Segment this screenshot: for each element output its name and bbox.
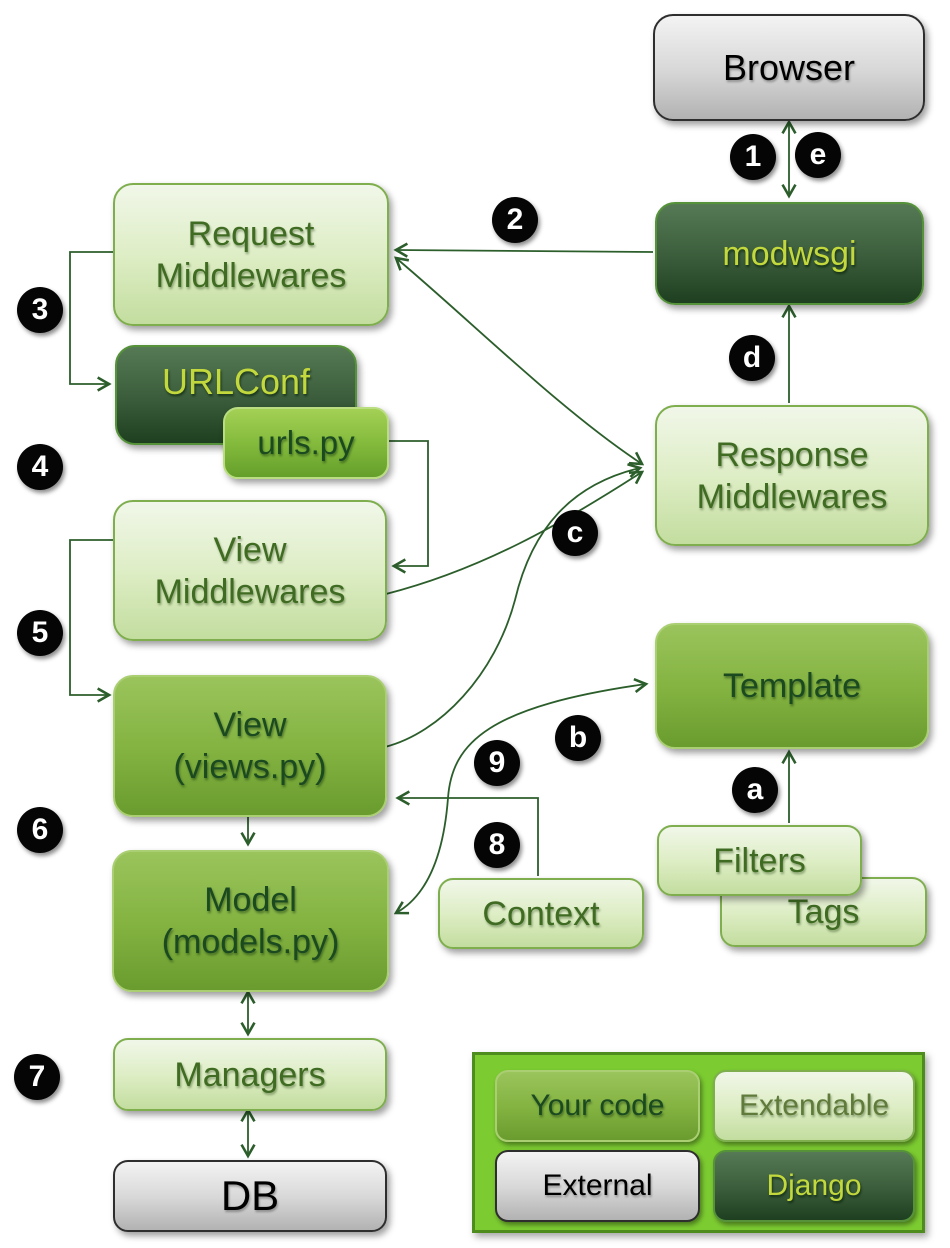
- node-view-middlewares: View Middlewares: [113, 500, 387, 641]
- node-template-label: Template: [723, 667, 861, 705]
- legend-external: External: [495, 1150, 700, 1222]
- node-tags-label: Tags: [787, 893, 860, 931]
- node-context-label: Context: [482, 894, 600, 933]
- step-badge-a: a: [732, 767, 778, 813]
- legend-your-code: Your code: [495, 1070, 700, 1142]
- step-badge-d: d: [729, 335, 775, 381]
- step-badge-4: 4: [17, 444, 63, 490]
- node-managers-label: Managers: [174, 1055, 326, 1094]
- edge-view-middlewares-response-middlewares: [385, 472, 642, 595]
- edge-request-middlewares-urlconf: [69, 251, 113, 384]
- node-response-middlewares: Response Middlewares: [655, 405, 929, 546]
- node-model: Model (models.py): [112, 850, 389, 992]
- edge-model-template: [396, 684, 646, 913]
- node-browser-label: Browser: [722, 46, 856, 88]
- node-modwsgi-label: modwsgi: [722, 234, 857, 273]
- node-response-middlewares-label: Response Middlewares: [696, 435, 888, 516]
- node-filters-label: Filters: [713, 841, 806, 880]
- step-badge-1: 1: [730, 134, 776, 180]
- node-db-label: DB: [220, 1172, 280, 1219]
- step-badge-3: 3: [17, 287, 63, 333]
- legend-django: Django: [713, 1150, 915, 1222]
- node-db: DB: [113, 1160, 387, 1232]
- node-view-middlewares-label: View Middlewares: [154, 530, 346, 611]
- node-context: Context: [438, 878, 644, 949]
- step-badge-7: 7: [14, 1054, 60, 1100]
- step-badge-8: 8: [474, 822, 520, 868]
- step-badge-b: b: [555, 715, 601, 761]
- edge-urlspy-view-middlewares: [385, 440, 429, 566]
- edge-modwsgi-request-middlewares: [396, 250, 654, 252]
- step-badge-5: 5: [17, 610, 63, 656]
- node-request-middlewares-label: Request Middlewares: [155, 214, 347, 295]
- node-browser: Browser: [653, 14, 925, 121]
- edge-view-middlewares-view: [69, 539, 113, 695]
- legend-extendable: Extendable: [713, 1070, 915, 1142]
- node-model-label: Model (models.py): [161, 881, 340, 961]
- step-badge-e: e: [795, 132, 841, 178]
- step-badge-2: 2: [492, 197, 538, 243]
- step-badge-9: 9: [474, 740, 520, 786]
- step-badge-6: 6: [17, 807, 63, 853]
- node-urls-py-label: urls.py: [257, 424, 355, 461]
- edge-request-middlewares-response-middlewares: [396, 258, 642, 464]
- step-badge-c: c: [552, 510, 598, 556]
- node-urlconf-label: URLConf: [161, 361, 311, 402]
- legend-panel: Your code Extendable External Django: [472, 1052, 925, 1233]
- node-view-label: View (views.py): [173, 706, 327, 786]
- node-filters: Filters: [657, 825, 862, 896]
- node-template: Template: [655, 623, 929, 749]
- edge-view-response-middlewares: [384, 468, 640, 748]
- node-managers: Managers: [113, 1038, 387, 1111]
- node-request-middlewares: Request Middlewares: [113, 183, 389, 326]
- node-modwsgi: modwsgi: [655, 202, 924, 305]
- node-urls-py: urls.py: [223, 407, 389, 479]
- node-view: View (views.py): [113, 675, 387, 817]
